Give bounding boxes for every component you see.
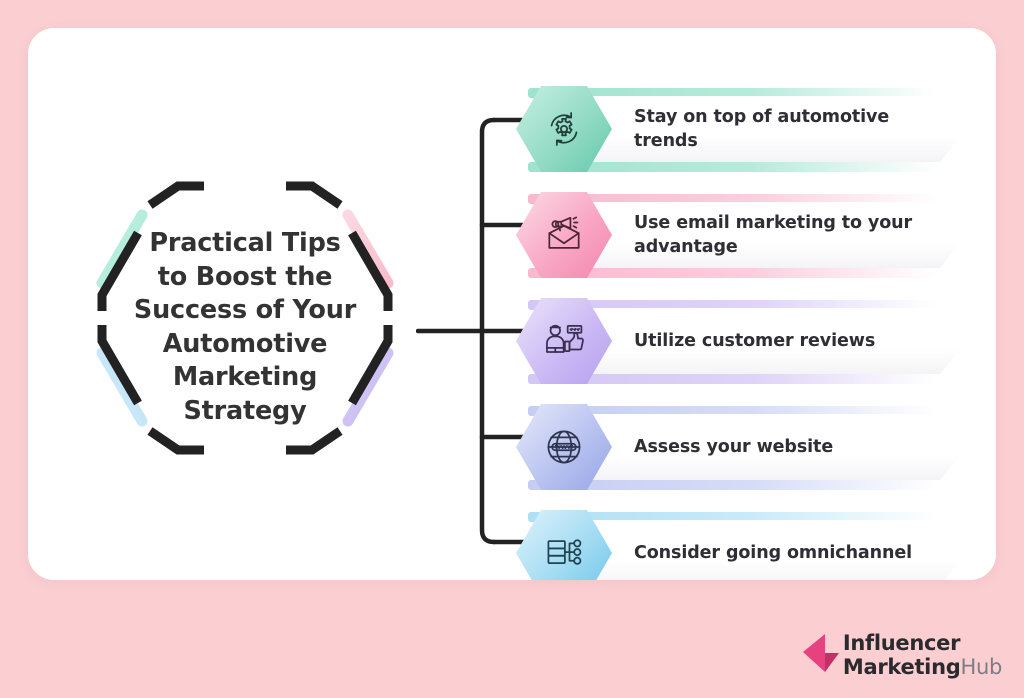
center-title-line: Practical Tips: [149, 228, 341, 258]
row-banner: [546, 520, 966, 580]
brand-marketing: Marketing: [842, 654, 961, 679]
hexagon-outline-svg: [96, 180, 394, 456]
row-accent-bar-top: [528, 300, 936, 310]
server-nodes-icon: [547, 539, 582, 565]
email-megaphone-icon: [548, 216, 580, 249]
infographic-card: Practical Tips to Boost the Success of Y…: [28, 28, 996, 580]
row-accent-bar-bottom: [528, 268, 936, 278]
list-item[interactable]: Consider going omnichannel: [516, 510, 986, 580]
list-item[interactable]: Stay on top of automotive trends: [516, 86, 986, 172]
list-item-label: Use email marketing to your advantage: [634, 213, 913, 257]
brand-hub: Hub: [960, 654, 1002, 679]
row-accent-bars: [528, 510, 948, 580]
brand-line-2: MarketingHub: [842, 654, 1002, 679]
list-item[interactable]: WWW Assess your website: [516, 404, 986, 490]
row-accent-bar-top: [528, 194, 936, 204]
center-title-line: to Boost the: [157, 261, 333, 292]
row-accent-bar-bottom: [528, 374, 936, 384]
row-banner: [546, 96, 966, 162]
list-item-label: Consider going omnichannel: [634, 543, 913, 563]
row-accent-bars: [528, 404, 948, 490]
list-item[interactable]: Utilize customer reviews: [516, 298, 986, 384]
center-title-line: Marketing: [172, 362, 318, 392]
row-icon-badge[interactable]: [516, 192, 612, 278]
row-icon-badge[interactable]: [516, 86, 612, 172]
customer-review-icon: [546, 324, 584, 353]
list-item-label: Assess your website: [634, 437, 834, 457]
row-icon-badge[interactable]: [516, 298, 612, 384]
center-title-line: Strategy: [183, 395, 307, 426]
row-icon-badge[interactable]: WWW: [516, 404, 612, 490]
gear-refresh-icon: [550, 112, 578, 146]
arrow-mark-icon: [802, 634, 839, 672]
hexagon-corner-strokes: [97, 181, 393, 455]
list-item-label: Utilize customer reviews: [634, 331, 876, 351]
row-accent-bars: [528, 192, 948, 278]
connector-tree: [415, 116, 556, 546]
brand-line-1: Influencer: [842, 630, 961, 655]
row-icon-badge[interactable]: [516, 510, 612, 580]
row-banner: [546, 308, 966, 374]
brand-logo-words: Influencer MarketingHub: [842, 630, 1002, 679]
connector-lines-svg: [415, 117, 529, 545]
row-accent-bar-bottom: [528, 162, 936, 172]
list-item-label: Stay on top of automotive trends: [634, 107, 890, 151]
row-accent-bars: [528, 86, 948, 172]
list-item[interactable]: Use email marketing to your advantage: [516, 192, 986, 278]
center-title-line: Automotive: [162, 328, 328, 359]
center-title-line: Success of Your: [133, 295, 357, 325]
row-accent-bar-top: [528, 406, 936, 416]
row-accent-bar-top: [528, 88, 936, 98]
row-banner: [546, 202, 966, 268]
center-hexagon: Practical Tips to Boost the Success of Y…: [90, 153, 400, 483]
brand-logo[interactable]: Influencer MarketingHub: [801, 626, 1002, 684]
svg-text:WWW: WWW: [555, 445, 575, 451]
row-banner: [546, 414, 966, 480]
center-title: Practical Tips to Boost the Success of Y…: [116, 227, 374, 428]
row-accent-bar-bottom: [528, 480, 936, 490]
row-accent-bar-top: [528, 512, 936, 522]
row-accent-bars: [528, 298, 948, 384]
globe-www-icon: WWW: [547, 430, 581, 464]
